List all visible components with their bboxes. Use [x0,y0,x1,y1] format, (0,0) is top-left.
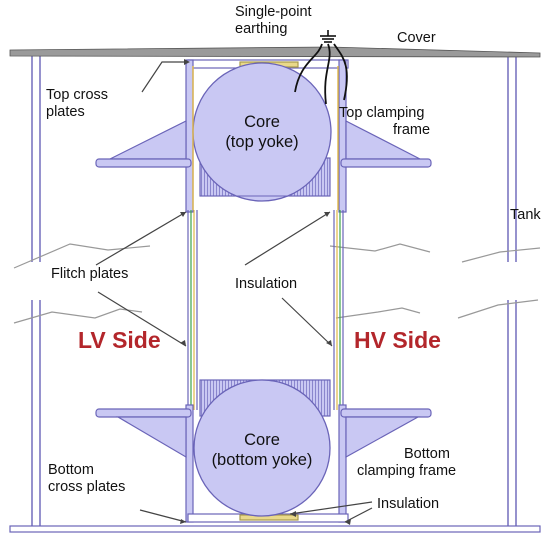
bottom-clamping-frame-label: Bottom clamping frame [357,446,456,480]
insulation-mid-label: Insulation [235,276,298,292]
core-bottom-yoke [193,379,331,517]
core-top-line-2: (top yoke) [225,133,299,151]
top-cross-plates-line-1: Top cross [46,87,109,103]
core-bottom-line-1: Core [244,431,280,449]
top-cross-plates-label: Top cross plates [46,87,108,121]
bottom-cross-plates-line-1: Bottom [48,462,94,478]
single-point-earthing-line-1: Single-point [235,4,312,20]
top-clamping-frame-label: Top clamping frame [339,105,430,139]
tank-cover [9,46,541,58]
bottom-clamping-frame-line-2: clamping frame [357,463,457,479]
top-insulation-strips [192,66,339,210]
flitch-plate-lv [187,210,198,410]
top-clamping-frame-line-2: frame [393,122,431,138]
tank-label: Tank [510,207,541,223]
tank-bottom [9,525,541,533]
arrow-heads [180,59,351,525]
hv-side-label: HV Side [354,327,441,353]
single-point-earthing-line-2: earthing [235,21,288,37]
top-cross-plates-line-2: plates [46,104,85,120]
earth-symbol-icon [320,30,336,43]
bottom-cross-plates-label: Bottom cross plates [48,462,125,496]
flitch-plate-hv [333,210,344,410]
lv-side-label: LV Side [78,327,161,353]
tank-walls [31,56,517,530]
core-top-yoke-label: Core (top yoke) [212,112,312,152]
earthing-leads [294,43,348,105]
bottom-clamping-frame-line-1: Bottom [404,446,450,462]
core-top-line-1: Core [244,113,280,131]
core-bottom-yoke-label: Core (bottom yoke) [197,430,327,470]
leader-arrows [95,61,373,523]
top-clamping-frame-line-1: Top clamping [339,105,425,121]
single-point-earthing-label: Single-point earthing [235,4,312,38]
flitch-plates-label: Flitch plates [51,266,129,282]
bottom-cross-plates-line-2: cross plates [48,479,126,495]
insulation-bottom-label: Insulation [377,496,440,512]
core-bottom-line-2: (bottom yoke) [211,451,313,469]
cover-label: Cover [397,30,436,46]
